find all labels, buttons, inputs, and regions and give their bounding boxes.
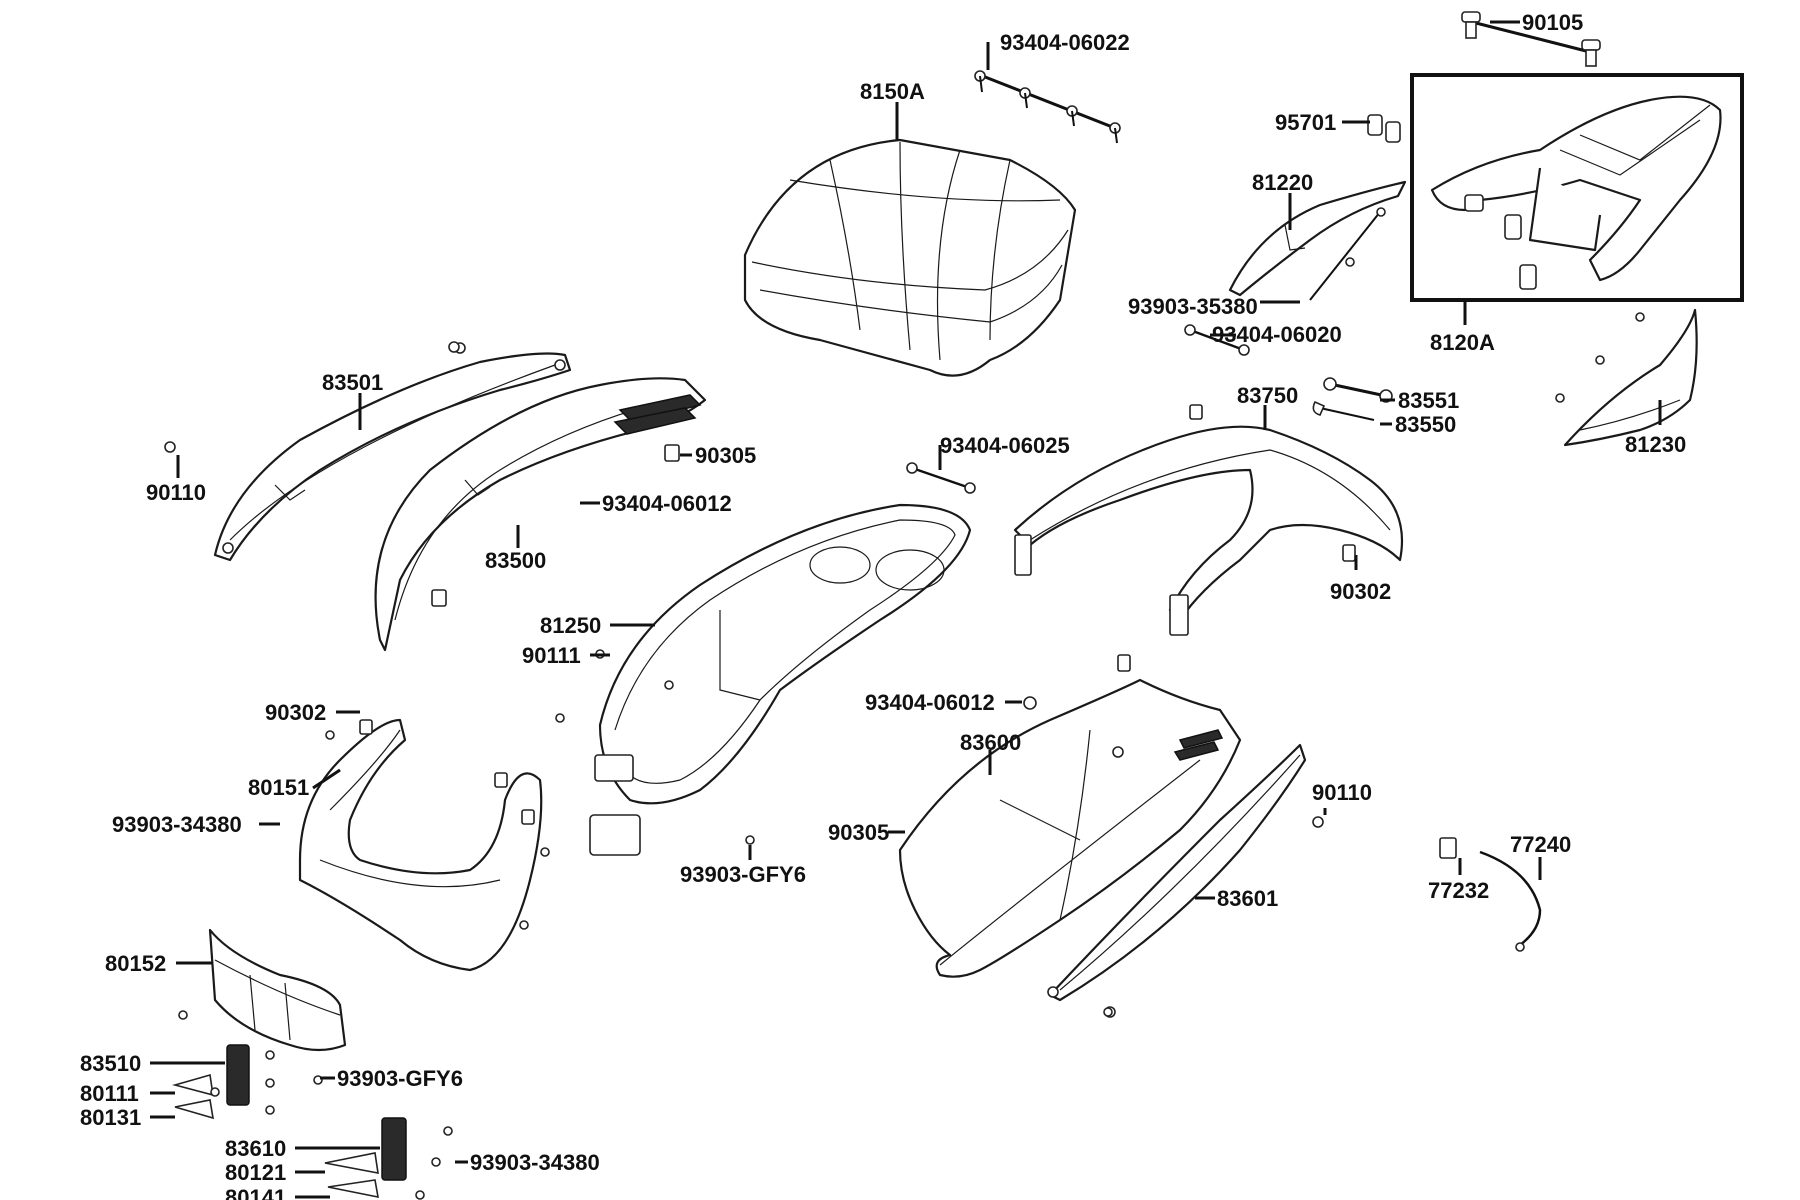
top-case-8150A [743, 138, 1077, 377]
front-cover-80151 [298, 718, 543, 972]
label-83551: 83551 [1398, 388, 1459, 413]
label-93903-GFY6-left: 93903-GFY6 [337, 1066, 463, 1091]
label-90305-mid: 90305 [828, 820, 889, 845]
label-93903-34380-left: 93903-34380 [112, 812, 242, 837]
label-80152: 80152 [105, 951, 166, 976]
label-80121: 80121 [225, 1160, 286, 1185]
label-93903-GFY6-mid: 93903-GFY6 [680, 862, 806, 887]
rear-cowl-83750 [1013, 404, 1404, 672]
label-90110-right: 90110 [1312, 780, 1372, 805]
side-rail-81220 [1228, 180, 1407, 301]
bolt-strip-93404-06022 [974, 70, 1121, 144]
parts-83551-83550 [1312, 377, 1393, 421]
label-90302-right: 90302 [1330, 579, 1391, 604]
label-8120A: 8120A [1430, 330, 1495, 355]
leader-lines [150, 20, 1662, 1199]
bolts-90105 [1461, 11, 1601, 67]
label-83501: 83501 [322, 370, 383, 395]
label-93404-06020: 93404-06020 [1212, 322, 1342, 347]
label-80151: 80151 [248, 775, 309, 800]
label-83610: 83610 [225, 1136, 286, 1161]
lamp-cluster-83610 [324, 1117, 407, 1199]
front-skirt-80152 [208, 928, 347, 1052]
rear-panel-81230 [1555, 308, 1698, 447]
label-90302-left: 90302 [265, 700, 326, 725]
label-80141: 80141 [225, 1185, 286, 1200]
label-83550: 83550 [1395, 412, 1456, 437]
label-77240: 77240 [1510, 832, 1571, 857]
label-83510: 83510 [80, 1051, 141, 1076]
side-cover-83500 [374, 377, 707, 652]
lamp-cluster-83510 [171, 1044, 250, 1120]
label-93903-35380: 93903-35380 [1128, 294, 1258, 319]
label-81230: 81230 [1625, 432, 1686, 457]
luggage-box-81250 [589, 503, 972, 856]
label-80111: 80111 [80, 1081, 139, 1106]
part-labels: 90105 93404-06022 8150A 95701 81220 9390… [80, 10, 1686, 1200]
label-8150A: 8150A [860, 79, 925, 104]
label-83601: 83601 [1217, 886, 1278, 911]
rear-carrier-8120A [1410, 73, 1744, 302]
side-cover-83600 [898, 678, 1242, 978]
label-90105: 90105 [1522, 10, 1583, 35]
bolt-93404-06025 [906, 462, 976, 494]
side-trim-83601 [1047, 743, 1307, 1018]
label-80131: 80131 [80, 1105, 141, 1130]
label-81250: 81250 [540, 613, 601, 638]
label-77232: 77232 [1428, 878, 1489, 903]
label-90305-top: 90305 [695, 443, 756, 468]
label-93404-06022: 93404-06022 [1000, 30, 1130, 55]
label-95701: 95701 [1275, 110, 1336, 135]
cable-77240 [1439, 837, 1542, 952]
label-90110-top: 90110 [146, 480, 206, 505]
bolt-93404-06020 [1184, 324, 1250, 356]
label-93903-34380-bottom: 93903-34380 [470, 1150, 600, 1175]
clips-95701 [1367, 114, 1401, 143]
label-90111: 90111 [522, 643, 581, 668]
label-93404-06025: 93404-06025 [940, 433, 1070, 458]
label-83500: 83500 [485, 548, 546, 573]
label-93404-06012-top: 93404-06012 [602, 491, 732, 516]
label-83750: 83750 [1237, 383, 1298, 408]
label-83600: 83600 [960, 730, 1021, 755]
label-81220: 81220 [1252, 170, 1313, 195]
label-93404-06012-mid: 93404-06012 [865, 690, 995, 715]
loose-fasteners [164, 341, 1324, 1200]
